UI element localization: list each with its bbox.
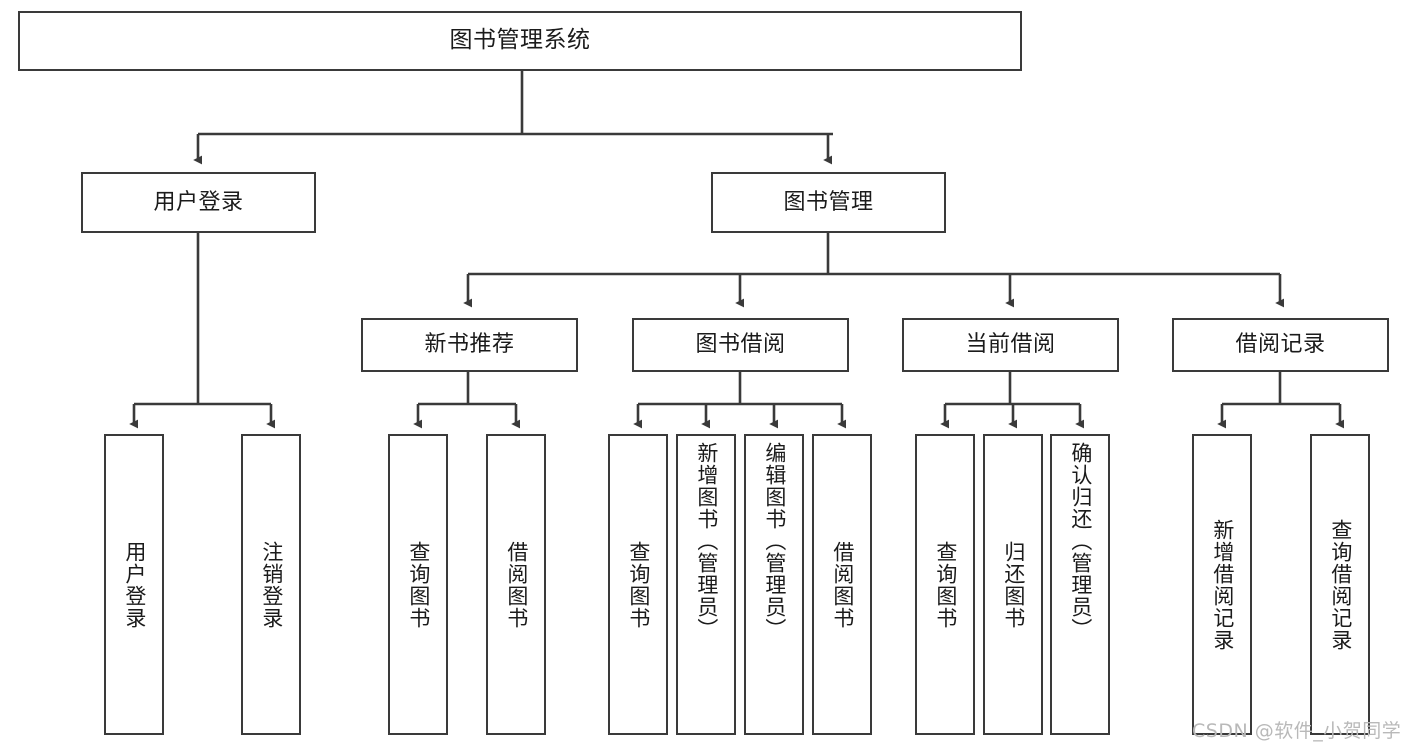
node-label: 借阅图书	[830, 540, 855, 629]
node-label: 新书推荐	[424, 332, 515, 358]
leaf-query-book-new-recommend[interactable]: 查询图书	[388, 434, 448, 735]
node-label: 借阅记录	[1235, 332, 1326, 358]
node-label: 当前借阅	[965, 332, 1056, 358]
node-borrow-record[interactable]: 借阅记录	[1172, 318, 1389, 372]
leaf-edit-book[interactable]: 编辑图书（管理员）	[744, 434, 804, 735]
node-new-book-recommend[interactable]: 新书推荐	[361, 318, 578, 372]
node-label: 新增图书（管理员）	[694, 442, 719, 640]
node-label: 图书管理	[783, 189, 874, 215]
leaf-borrow-book-borrow[interactable]: 借阅图书	[812, 434, 872, 735]
node-book-manage[interactable]: 图书管理	[711, 172, 946, 233]
node-label: 查询图书	[406, 540, 431, 629]
leaf-borrow-book-new-recommend[interactable]: 借阅图书	[486, 434, 546, 735]
node-current-borrow[interactable]: 当前借阅	[902, 318, 1119, 372]
node-label: 图书借阅	[695, 332, 786, 358]
node-book-borrow[interactable]: 图书借阅	[632, 318, 849, 372]
leaf-confirm-return[interactable]: 确认归还（管理员）	[1050, 434, 1110, 735]
node-user-login[interactable]: 用户登录	[81, 172, 316, 233]
node-label: 归还图书	[1001, 540, 1026, 629]
leaf-query-borrow-record[interactable]: 查询借阅记录	[1310, 434, 1370, 735]
node-label: 用户登录	[153, 189, 244, 215]
node-label: 查询图书	[933, 540, 958, 629]
leaf-user-login[interactable]: 用户登录	[104, 434, 164, 735]
node-label: 编辑图书（管理员）	[762, 442, 787, 640]
node-label: 确认归还（管理员）	[1068, 442, 1093, 640]
leaf-query-book-borrow[interactable]: 查询图书	[608, 434, 668, 735]
node-label: 图书管理系统	[449, 27, 591, 54]
leaf-logout-login[interactable]: 注销登录	[241, 434, 301, 735]
csdn-watermark: CSDN @软件_小贺同学	[1192, 720, 1402, 742]
node-label: 新增借阅记录	[1210, 518, 1235, 651]
leaf-add-book[interactable]: 新增图书（管理员）	[676, 434, 736, 735]
node-label: 查询借阅记录	[1328, 518, 1353, 651]
leaf-add-borrow-record[interactable]: 新增借阅记录	[1192, 434, 1252, 735]
node-label: 注销登录	[259, 540, 284, 629]
leaf-query-book-current[interactable]: 查询图书	[915, 434, 975, 735]
node-label: 用户登录	[122, 540, 147, 629]
node-label: 查询图书	[626, 540, 651, 629]
node-root-book-management-system[interactable]: 图书管理系统	[18, 11, 1022, 71]
leaf-return-book[interactable]: 归还图书	[983, 434, 1043, 735]
node-label: 借阅图书	[504, 540, 529, 629]
